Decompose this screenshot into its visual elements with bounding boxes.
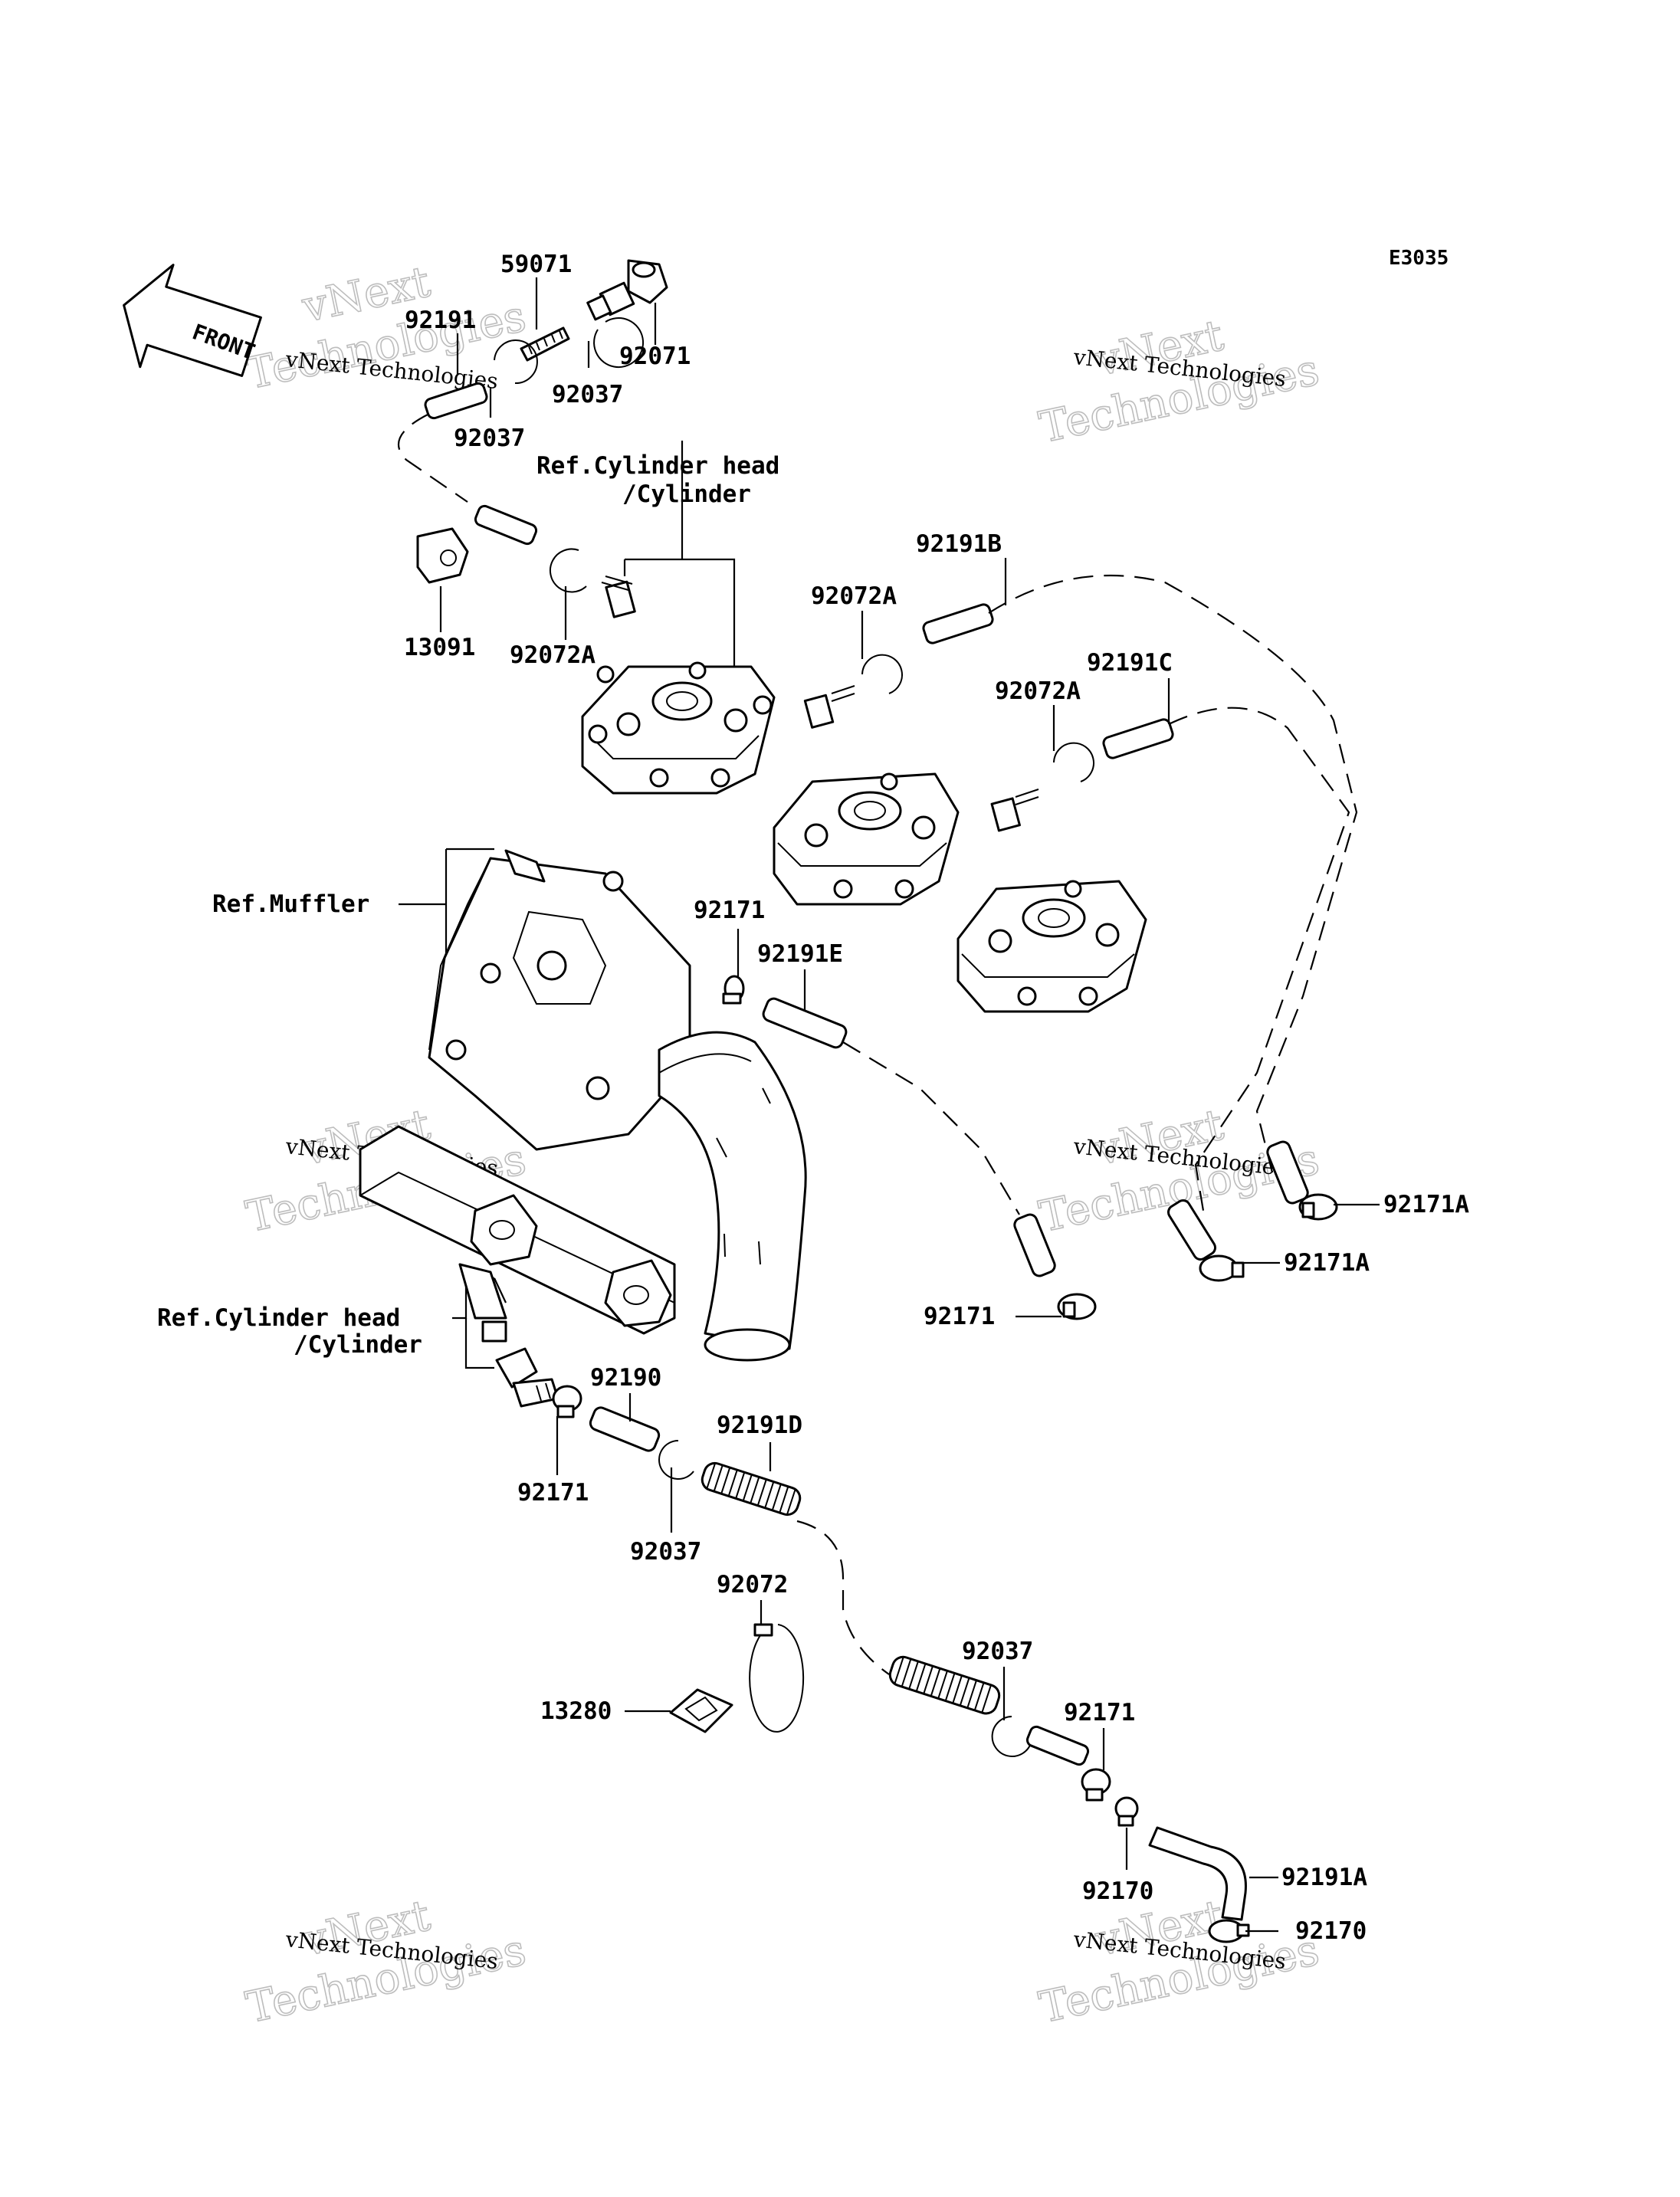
label-92171: 92171 <box>1064 1699 1135 1726</box>
cylinder-head-2-icon <box>773 772 960 906</box>
clip-13280-icon <box>669 1688 733 1733</box>
hose-92191D-icon <box>701 1461 802 1517</box>
bolt-59071-icon <box>520 326 570 362</box>
circlip-icon <box>658 1440 694 1480</box>
label-92170: 92170 <box>1295 1917 1367 1945</box>
hose-92191A-icon <box>1148 1826 1247 1921</box>
label-ref-cylinder-head: Ref.Cylinder head <box>536 452 779 480</box>
cylinder-head-1-icon <box>581 661 776 795</box>
label-92171: 92171 <box>924 1303 995 1330</box>
hose-segment-icon <box>1025 1725 1090 1766</box>
hose-path <box>1168 707 1350 1212</box>
damper-13091-icon <box>416 527 469 584</box>
hose-92191B-icon <box>922 603 994 644</box>
hose-segment-icon <box>1166 1199 1217 1261</box>
hose-path <box>842 1041 1020 1215</box>
elbow-fitting-icon <box>990 789 1039 832</box>
label-92037: 92037 <box>630 1538 701 1566</box>
label-92072A: 92072A <box>510 641 596 669</box>
label-92191E: 92191E <box>757 940 843 968</box>
hose-path <box>398 413 468 503</box>
label-92191D: 92191D <box>717 1412 802 1439</box>
band-92072-icon <box>749 1624 805 1733</box>
circlip-icon <box>593 317 645 369</box>
clip-icon <box>549 548 587 593</box>
label-92190: 92190 <box>590 1364 661 1392</box>
label-13091: 13091 <box>404 634 475 661</box>
hose-92190-icon <box>589 1406 661 1452</box>
hose-segment-icon <box>474 504 538 546</box>
label-92072A: 92072A <box>995 677 1081 705</box>
label-92037: 92037 <box>552 381 623 408</box>
hose-corrugated-icon <box>888 1655 1001 1715</box>
label-92037: 92037 <box>962 1638 1033 1665</box>
clamp-92170-icon <box>1114 1796 1139 1827</box>
elbow-fitting-icon <box>601 575 636 618</box>
clip-icon <box>861 654 903 694</box>
cylinder-head-3-icon <box>956 880 1147 1013</box>
clip-icon <box>1053 742 1094 782</box>
label-ref-cylinder: /Cylinder <box>622 480 751 508</box>
hose-path <box>988 574 1358 1173</box>
label-92171A: 92171A <box>1383 1191 1469 1218</box>
clamp-92171-icon <box>722 975 745 1005</box>
hose-92191E-icon <box>762 997 848 1049</box>
label-ref-cylinder: /Cylinder <box>294 1331 422 1359</box>
clamp-92171-icon <box>1057 1293 1097 1320</box>
label-92171: 92171 <box>694 897 765 924</box>
elbow-fitting-icon <box>803 685 855 729</box>
band-buckle-icon <box>753 1623 773 1637</box>
front-arrow-icon <box>123 264 262 377</box>
clamp-92171-icon <box>552 1385 582 1418</box>
clamp-92171-icon <box>1081 1768 1111 1802</box>
label-92191B: 92191B <box>916 530 1002 558</box>
label-92191A: 92191A <box>1281 1864 1367 1891</box>
clamp-92170-icon <box>1208 1919 1250 1943</box>
label-ref-cylinder-head: Ref.Cylinder head <box>157 1304 400 1332</box>
label-ref-muffler: Ref.Muffler <box>212 890 369 918</box>
label-92171: 92171 <box>517 1479 589 1507</box>
hose-path <box>796 1520 890 1675</box>
label-92191C: 92191C <box>1087 649 1173 677</box>
hose-segment-icon <box>1013 1213 1056 1277</box>
hose-92191-icon <box>424 382 488 420</box>
water-manifold-icon <box>359 1125 676 1343</box>
label-92072: 92072 <box>717 1571 788 1599</box>
hose-segment-icon <box>1266 1140 1309 1205</box>
clamp-92171A-icon <box>1298 1193 1338 1221</box>
label-59071: 59071 <box>500 251 572 278</box>
label-92171A: 92171A <box>1284 1249 1370 1277</box>
fitting-92071-icon <box>586 259 668 321</box>
label-92071: 92071 <box>619 343 691 370</box>
t-fitting-icon <box>495 1347 559 1408</box>
clamp-92171A-icon <box>1199 1254 1245 1282</box>
label-92191: 92191 <box>405 307 476 334</box>
diagram-code: E3035 <box>1389 247 1449 270</box>
label-13280: 13280 <box>540 1697 612 1725</box>
muffler-icon <box>428 849 807 1362</box>
label-92037: 92037 <box>454 425 525 452</box>
hose-92191C-icon <box>1102 718 1174 759</box>
label-92072A: 92072A <box>811 582 897 610</box>
circlip-icon <box>494 339 538 385</box>
circlip-icon <box>991 1716 1032 1757</box>
label-92170: 92170 <box>1082 1877 1153 1905</box>
